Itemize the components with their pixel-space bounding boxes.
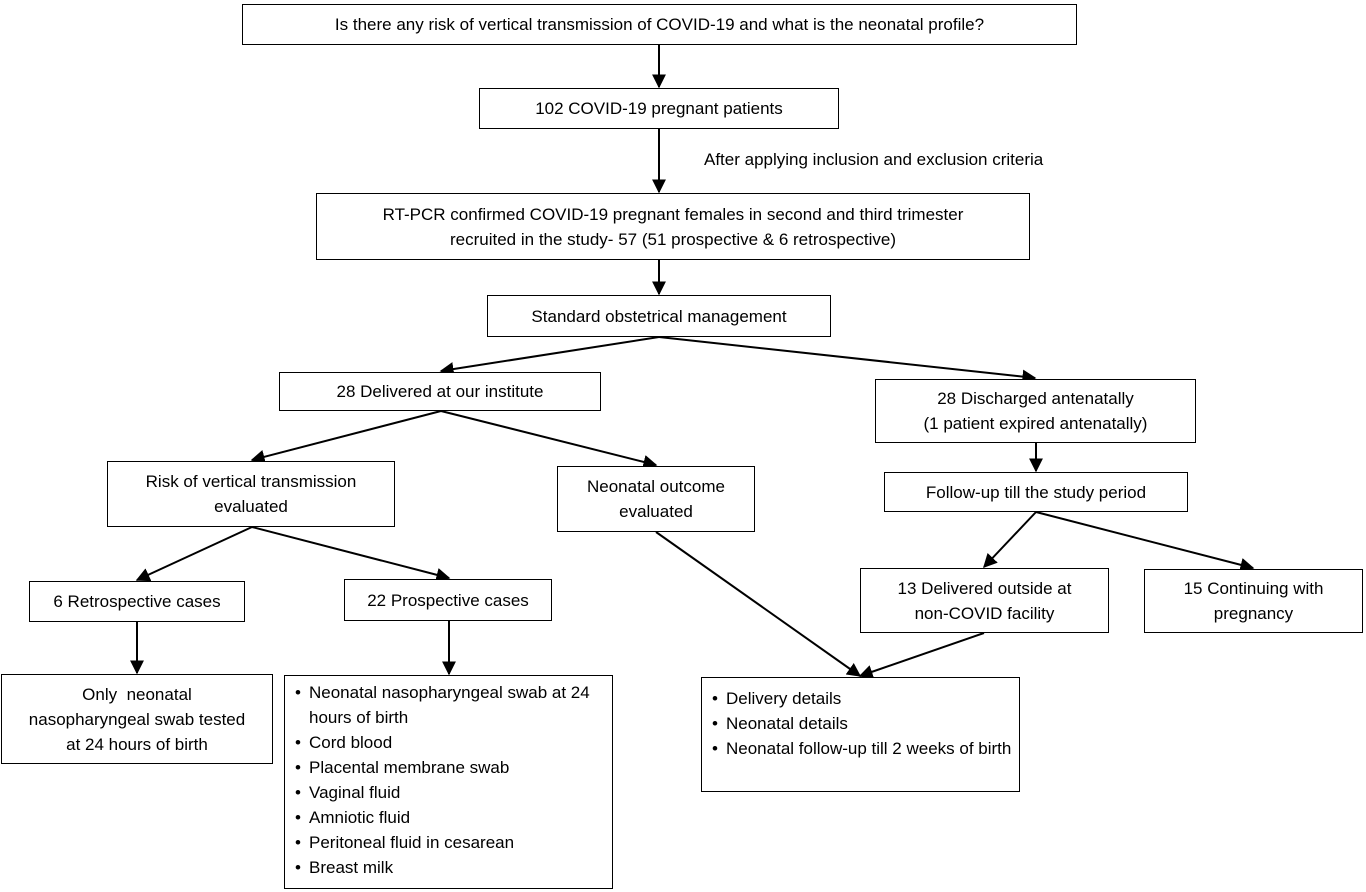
delivered-outside-box: 13 Delivered outside at non-COVID facili… bbox=[860, 568, 1109, 633]
neonatal-outcome-line1: Neonatal outcome bbox=[587, 477, 725, 496]
retro-test-line1: Only neonatal bbox=[82, 684, 192, 704]
detail-item-neonatal: Neonatal details bbox=[710, 711, 848, 736]
arrow-followup-to-outside bbox=[983, 511, 1037, 569]
discharged-box: 28 Discharged antenatally (1 patient exp… bbox=[875, 379, 1196, 443]
delivered-outside-line2: non-COVID facility bbox=[914, 603, 1055, 623]
continuing-box: 15 Continuing with pregnancy bbox=[1144, 569, 1363, 633]
question-box: Is there any risk of vertical transmissi… bbox=[242, 4, 1077, 45]
retro-test-line2: nasopharyngeal swab tested bbox=[28, 709, 246, 729]
recruited-line2: recruited in the study- 57 (51 prospecti… bbox=[450, 229, 896, 249]
arrow-delivered-to-risk bbox=[250, 410, 442, 464]
recruited-line1: RT-PCR confirmed COVID-19 pregnant femal… bbox=[382, 204, 964, 224]
detail-item-followup: Neonatal follow-up till 2 weeks of birth bbox=[710, 736, 1011, 761]
arrow-followup-to-continuing bbox=[1035, 511, 1255, 572]
sample-item-placental: Placental membrane swab bbox=[293, 755, 509, 780]
continuing-line1: 15 Continuing with bbox=[1183, 579, 1324, 598]
arrow-management-to-delivered bbox=[439, 336, 660, 376]
delivered-institute-box: 28 Delivered at our institute bbox=[279, 372, 601, 411]
arrow-outside-to-details bbox=[858, 632, 985, 679]
sample-item-breast-milk: Breast milk bbox=[293, 855, 393, 880]
sample-item-amniotic: Amniotic fluid bbox=[293, 805, 410, 830]
arrow-delivered-to-outcome bbox=[440, 410, 658, 469]
risk-evaluated-line2: evaluated bbox=[214, 497, 288, 516]
arrow-outcome-to-details bbox=[655, 531, 862, 677]
management-text: Standard obstetrical management bbox=[531, 306, 787, 326]
risk-evaluated-line1: Risk of vertical transmission bbox=[145, 472, 357, 491]
sample-item-cord-blood: Cord blood bbox=[293, 730, 392, 755]
followup-text: Follow-up till the study period bbox=[925, 482, 1147, 502]
delivered-institute-text: 28 Delivered at our institute bbox=[336, 382, 544, 401]
patients-box: 102 COVID-19 pregnant patients bbox=[479, 88, 839, 129]
delivered-outside-line1: 13 Delivered outside at bbox=[897, 578, 1072, 598]
risk-evaluated-box: Risk of vertical transmission evaluated bbox=[107, 461, 395, 527]
continuing-line2: pregnancy bbox=[1213, 604, 1294, 623]
detail-item-delivery: Delivery details bbox=[710, 686, 841, 711]
arrow-management-to-discharged bbox=[658, 336, 1037, 384]
prospective-box: 22 Prospective cases bbox=[344, 579, 552, 621]
neonatal-outcome-line2: evaluated bbox=[619, 502, 693, 521]
question-text: Is there any risk of vertical transmissi… bbox=[334, 15, 985, 34]
arrow-risk-to-prospective bbox=[251, 526, 451, 582]
outcome-details-box: Delivery details Neonatal details Neonat… bbox=[701, 677, 1020, 792]
prospective-text: 22 Prospective cases bbox=[367, 590, 529, 610]
discharged-line1: 28 Discharged antenatally bbox=[937, 389, 1134, 408]
followup-box: Follow-up till the study period bbox=[884, 472, 1188, 512]
sample-item-vaginal: Vaginal fluid bbox=[293, 780, 400, 805]
retrospective-box: 6 Retrospective cases bbox=[29, 581, 245, 622]
recruited-box: RT-PCR confirmed COVID-19 pregnant femal… bbox=[316, 193, 1030, 260]
discharged-line2: (1 patient expired antenatally) bbox=[923, 414, 1148, 433]
sample-item-peritoneal: Peritoneal fluid in cesarean bbox=[293, 830, 514, 855]
sample-item-nasopharyngeal: Neonatal nasopharyngeal swab at 24 hours… bbox=[293, 680, 606, 730]
retro-test-line3: at 24 hours of birth bbox=[66, 734, 208, 754]
neonatal-outcome-box: Neonatal outcome evaluated bbox=[557, 466, 755, 532]
criteria-note: After applying inclusion and exclusion c… bbox=[704, 150, 1044, 169]
management-box: Standard obstetrical management bbox=[487, 295, 831, 337]
retro-test-box: Only neonatal nasopharyngeal swab tested… bbox=[1, 674, 273, 764]
arrow-risk-to-retrospective bbox=[135, 526, 253, 582]
prospective-samples-box: Neonatal nasopharyngeal swab at 24 hours… bbox=[284, 675, 613, 889]
retrospective-text: 6 Retrospective cases bbox=[53, 592, 221, 611]
patients-text: 102 COVID-19 pregnant patients bbox=[535, 99, 783, 118]
